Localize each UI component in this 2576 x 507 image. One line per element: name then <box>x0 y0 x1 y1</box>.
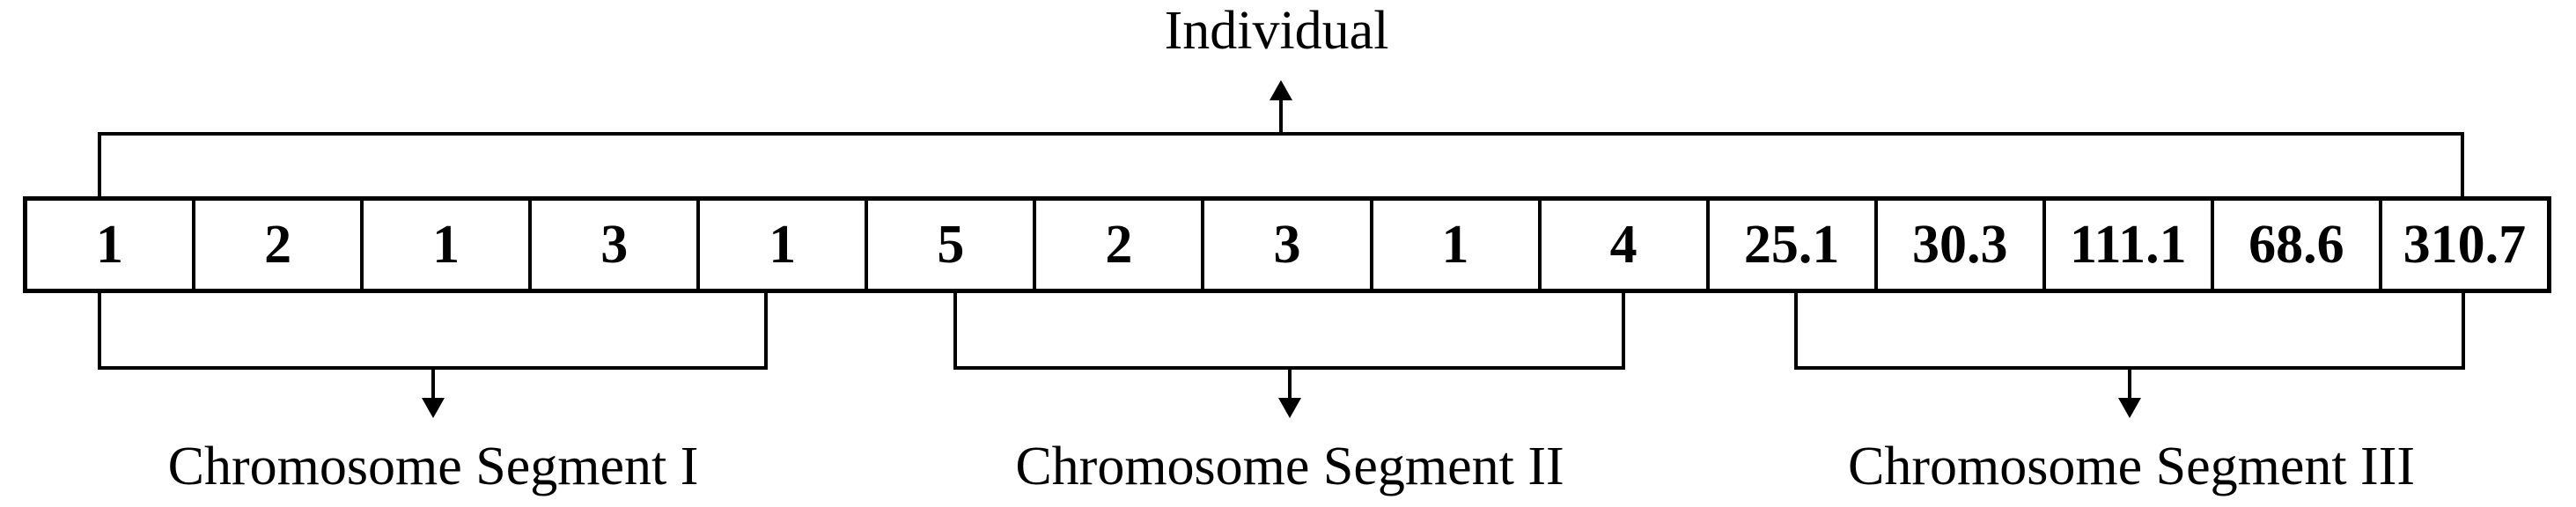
segment-2-bracket-left-stub <box>953 293 957 370</box>
segment-2-bracket-right-stub <box>1622 293 1625 370</box>
gene-cell: 2 <box>192 201 360 289</box>
gene-cell: 68.6 <box>2210 201 2379 289</box>
gene-cell: 3 <box>1201 201 1369 289</box>
gene-cell: 1 <box>360 201 528 289</box>
gene-cell: 2 <box>1033 201 1201 289</box>
gene-cell: 310.7 <box>2378 201 2547 289</box>
gene-cell: 30.3 <box>1873 201 2042 289</box>
gene-value: 310.7 <box>2403 215 2527 275</box>
gene-cell: 3 <box>528 201 696 289</box>
gene-cell: 4 <box>1537 201 1706 289</box>
gene-value: 68.6 <box>2248 215 2344 275</box>
segment-1-arrow-shaft <box>431 368 435 401</box>
gene-cell: 1 <box>1369 201 1538 289</box>
individual-bracket-left-stub <box>98 132 101 200</box>
gene-cell: 25.1 <box>1705 201 1874 289</box>
segment-3-bracket-right-stub <box>2462 293 2465 370</box>
up-arrow-shaft <box>1279 99 1283 136</box>
gene-value: 4 <box>1609 215 1638 275</box>
gene-value: 25.1 <box>1743 215 1840 275</box>
segment-2-arrow-shaft <box>1288 368 1292 401</box>
segment-3-bracket-left-stub <box>1794 293 1798 370</box>
gene-value: 2 <box>264 215 292 275</box>
gene-value: 1 <box>432 215 460 275</box>
segment-1-label: Chromosome Segment I <box>167 437 699 496</box>
gene-cell: 111.1 <box>2042 201 2211 289</box>
gene-cell: 1 <box>27 201 192 289</box>
gene-value: 5 <box>937 215 965 275</box>
gene-cell: 1 <box>696 201 865 289</box>
gene-value: 1 <box>96 215 124 275</box>
gene-value: 111.1 <box>2069 215 2187 275</box>
segment-2-label: Chromosome Segment II <box>1015 437 1564 496</box>
segment-1-arrowhead <box>422 398 445 418</box>
segment-1-bracket-left-stub <box>98 293 101 370</box>
segment-3-arrowhead <box>2118 398 2141 418</box>
individual-bracket-top <box>98 132 2464 136</box>
gene-cell: 5 <box>865 201 1033 289</box>
gene-value: 2 <box>1105 215 1133 275</box>
individual-label: Individual <box>1164 1 1389 61</box>
gene-value: 1 <box>1441 215 1469 275</box>
gene-value: 3 <box>600 215 629 275</box>
segment-3-arrow-shaft <box>2128 368 2131 401</box>
gene-value: 3 <box>1273 215 1301 275</box>
segment-3-label: Chromosome Segment III <box>1847 437 2416 496</box>
gene-value: 30.3 <box>1911 215 2008 275</box>
gene-row: 1 2 1 3 1 5 2 3 1 4 25.1 30.3 111.1 68.6… <box>23 196 2551 293</box>
segment-2-arrowhead <box>1278 398 1301 418</box>
up-arrowhead <box>1270 80 1292 100</box>
individual-bracket-right-stub <box>2461 132 2464 200</box>
gene-value: 1 <box>769 215 797 275</box>
segment-1-bracket-right-stub <box>764 293 768 370</box>
